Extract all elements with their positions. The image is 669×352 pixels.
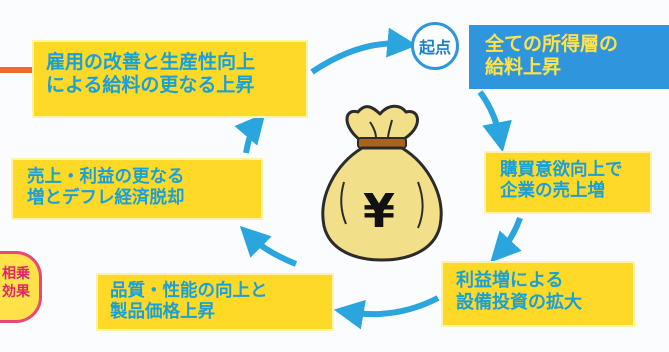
arrow-sales-to-hiring bbox=[234, 113, 266, 154]
node-demand-line-2: 企業の売上増 bbox=[500, 181, 605, 202]
node-demand: 購買意欲向上で 企業の売上増 bbox=[484, 151, 652, 214]
arrow-start-to-demand bbox=[477, 90, 512, 153]
synergy-badge: 相乗 効果 bbox=[0, 251, 42, 323]
arrow-capex-to-quality bbox=[333, 295, 440, 330]
arrow-hiring-to-start bbox=[310, 27, 418, 75]
node-sales: 売上・利益の更なる 増とデフレ経済脱却 bbox=[11, 158, 263, 220]
node-sales-line-2: 増とデフレ経済脱却 bbox=[27, 188, 185, 209]
node-start-line-1: 全ての所得層の bbox=[485, 33, 619, 55]
node-hiring-line-2: による給料の更なる上昇 bbox=[46, 74, 255, 97]
yen-symbol: ¥ bbox=[362, 184, 395, 238]
accent-bar bbox=[0, 67, 36, 73]
arrow-quality-to-sales bbox=[239, 225, 298, 267]
synergy-line-1: 相乗 bbox=[2, 266, 30, 282]
node-hiring-line-1: 雇用の改善と生産性向上 bbox=[46, 51, 256, 73]
node-hiring: 雇用の改善と生産性向上 による給料の更なる上昇 bbox=[32, 40, 308, 118]
node-quality: 品質・性能の向上と 製品価格上昇 bbox=[96, 273, 334, 331]
start-badge: 起点 bbox=[411, 22, 459, 70]
arrow-demand-to-capex bbox=[490, 216, 523, 263]
node-start: 全ての所得層の 給料上昇 bbox=[469, 25, 669, 89]
node-quality-line-1: 品質・性能の向上と bbox=[110, 281, 268, 301]
node-demand-line-1: 購買意欲向上で bbox=[500, 160, 623, 180]
node-capex-line-1: 利益増による bbox=[456, 270, 564, 291]
synergy-line-2: 効果 bbox=[2, 283, 30, 300]
node-capex: 利益増による 設備投資の拡大 bbox=[441, 261, 635, 327]
node-sales-line-1: 売上・利益の更なる bbox=[27, 167, 185, 187]
money-bag-icon bbox=[321, 104, 443, 262]
node-start-line-2: 給料上昇 bbox=[485, 56, 562, 79]
node-quality-line-2: 製品価格上昇 bbox=[110, 302, 215, 323]
node-capex-line-2: 設備投資の拡大 bbox=[456, 291, 582, 313]
